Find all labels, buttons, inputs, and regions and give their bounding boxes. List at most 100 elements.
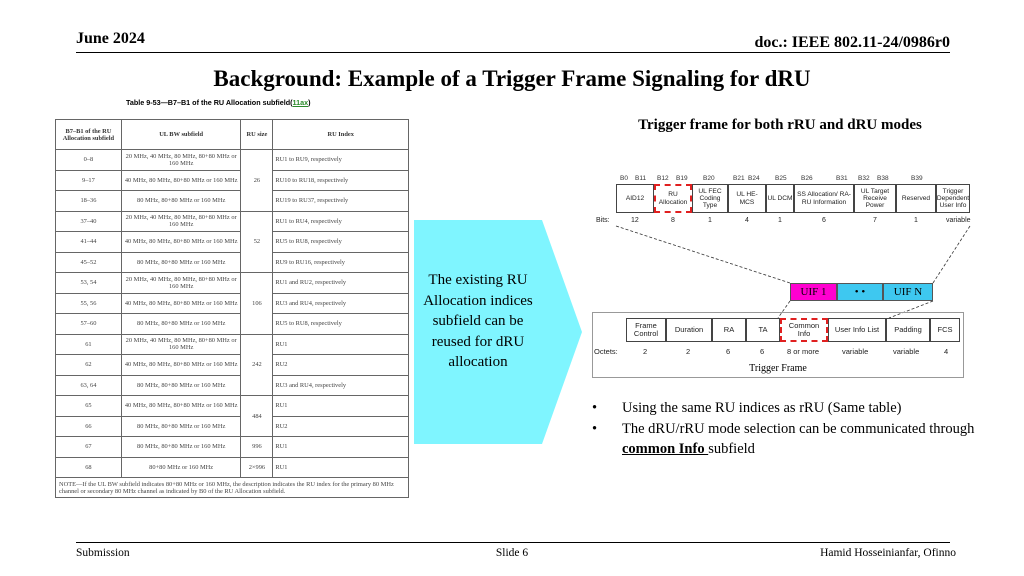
octets-value: 2 <box>643 347 648 356</box>
field-ss-allocation: SS Allocation/ RA-RU Information <box>794 184 854 213</box>
table-cell: 62 <box>55 354 122 376</box>
bit-label: B0 <box>620 175 628 182</box>
octets-value: 4 <box>944 347 949 356</box>
bullet-text: The dRU/rRU mode selection can be commun… <box>622 419 992 460</box>
table-cell: 9–17 <box>55 169 122 191</box>
header-doc-id: doc.: IEEE 802.11-24/0986r0 <box>754 34 950 51</box>
header-divider <box>76 52 950 53</box>
ru-size-cell: 484 <box>240 395 274 437</box>
tf-field-ra: RA <box>712 318 746 342</box>
common-info-emphasis: common Info <box>622 441 709 457</box>
bits-value: 7 <box>873 217 877 224</box>
bits-value: variable <box>946 217 971 224</box>
bits-value: 6 <box>822 217 826 224</box>
bit-label: B39 <box>911 175 923 182</box>
bit-label: B38 <box>877 175 889 182</box>
slide-title: Background: Example of a Trigger Frame S… <box>213 66 811 91</box>
bullet-item: • The dRU/rRU mode selection can be comm… <box>592 419 992 460</box>
table-caption-link[interactable]: 11ax <box>292 98 309 107</box>
footer-divider <box>76 542 950 543</box>
octets-value: 6 <box>760 347 765 356</box>
table-note-row: NOTE—If the UL BW subfield indicates 80+… <box>55 477 409 498</box>
field-ul-dcm: UL DCM <box>766 184 794 213</box>
ru-allocation-table: B7–B1 of the RU Allocation subfield UL B… <box>55 119 409 498</box>
field-reserved: Reserved <box>896 184 936 213</box>
table-cell: 41–44 <box>55 231 122 253</box>
octets-value: 2 <box>686 347 691 356</box>
uif-last: UIF N <box>883 283 933 301</box>
octets-label: Octets: <box>594 347 618 356</box>
bits-value: 1 <box>778 217 782 224</box>
bit-label: B32 <box>858 175 870 182</box>
bit-label: B25 <box>775 175 787 182</box>
ru-size-cell: 26 <box>240 149 274 212</box>
table-header: RU size <box>240 119 274 150</box>
bullet-dot: • <box>592 400 598 416</box>
tf-field-frame-control: Frame Control <box>626 318 666 342</box>
bit-label: B26 <box>801 175 813 182</box>
tf-field-fcs: FCS <box>930 318 960 342</box>
octets-value: 6 <box>726 347 731 356</box>
table-caption-end: ) <box>308 98 311 107</box>
table-header: B7–B1 of the RU Allocation subfield <box>55 119 122 150</box>
tf-field-common-info: Common Info <box>780 318 828 342</box>
uif-ellipsis: • • <box>837 283 883 301</box>
header-date: June 2024 <box>76 30 145 47</box>
callout-text: The existing RU Allocation indices subfi… <box>423 272 533 370</box>
octets-value: 8 or more <box>787 347 820 356</box>
footer-submission: Submission <box>76 547 130 559</box>
tf-field-user-info-list: User Info List <box>828 318 886 342</box>
trigger-frame-heading: Trigger frame for both rRU and dRU modes <box>638 117 922 133</box>
trigger-frame-caption: Trigger Frame <box>749 363 807 374</box>
bits-value: 4 <box>745 217 749 224</box>
bits-value: 1 <box>914 217 918 224</box>
bit-label: B20 <box>703 175 715 182</box>
bits-label: Bits: <box>596 217 610 224</box>
bullet-text: Using the same RU indices as rRU (Same t… <box>622 400 902 416</box>
bullet-item: • Using the same RU indices as rRU (Same… <box>592 398 992 419</box>
bit-label: B11 <box>635 175 647 182</box>
octets-value: variable <box>893 347 920 356</box>
bits-value: 1 <box>708 217 712 224</box>
table-header: RU Index <box>272 119 409 150</box>
field-ul-target: UL Target Receive Power <box>854 184 896 213</box>
bit-label: B21 <box>733 175 745 182</box>
callout-arrow-shape <box>414 220 582 444</box>
bits-value: 8 <box>671 217 675 224</box>
uif-first: UIF 1 <box>790 283 837 301</box>
bit-label: B12 <box>657 175 669 182</box>
table-caption-text: Table 9-53—B7–B1 of the RU Allocation su… <box>126 98 293 107</box>
table-header-row: B7–B1 of the RU Allocation subfield UL B… <box>55 119 409 150</box>
bullet-text-part: The dRU/rRU mode selection can be commun… <box>622 420 975 437</box>
table-header: UL BW subfield <box>120 119 242 150</box>
field-trigger-dependent: Trigger Dependent User Info <box>936 184 970 213</box>
ru-size-cell: 52 <box>240 210 274 273</box>
bit-label: B19 <box>676 175 688 182</box>
bit-label: B24 <box>748 175 760 182</box>
field-ul-fec: UL FEC Coding Type <box>692 184 728 213</box>
field-ul-he-mcs: UL HE-MCS <box>728 184 766 213</box>
bits-value: 12 <box>631 217 639 224</box>
bullet-list: • Using the same RU indices as rRU (Same… <box>592 398 992 460</box>
table-note: NOTE—If the UL BW subfield indicates 80+… <box>55 477 409 498</box>
footer-slide-number: Slide 6 <box>495 547 529 559</box>
footer-author: Hamid Hosseinianfar, Ofinno <box>820 547 956 559</box>
tf-field-padding: Padding <box>886 318 930 342</box>
tf-field-ta: TA <box>746 318 780 342</box>
tf-field-duration: Duration <box>666 318 712 342</box>
field-aid12: AID12 <box>616 184 654 213</box>
table-caption: Table 9-53—B7–B1 of the RU Allocation su… <box>126 98 311 107</box>
ru-size-cell: 242 <box>240 333 274 396</box>
trigger-frame-container <box>592 312 964 378</box>
field-ru-allocation: RU Allocation <box>654 184 692 213</box>
bit-label: B31 <box>836 175 848 182</box>
